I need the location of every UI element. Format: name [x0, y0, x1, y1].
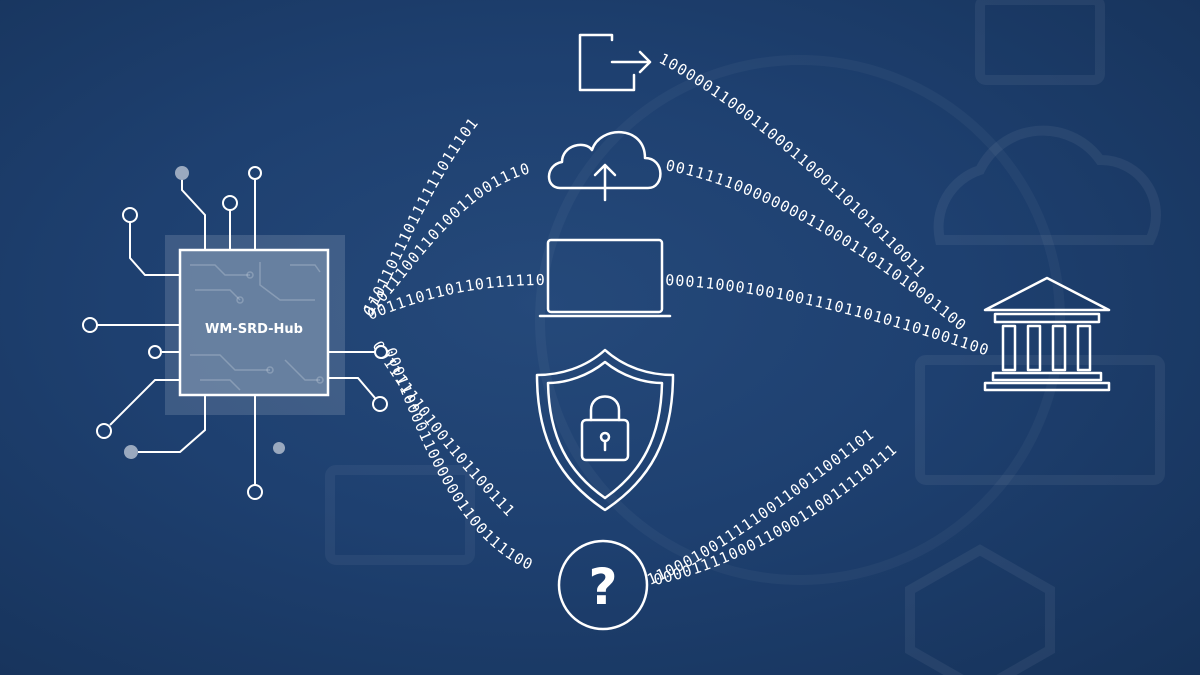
pad: [148, 345, 162, 359]
bank-base: [983, 381, 1111, 392]
trace-pads: [82, 166, 388, 500]
faint-export-icon: [975, 0, 1105, 85]
cloud-outline: [547, 130, 662, 190]
chip-pad: [266, 366, 274, 374]
trace-bottom-1: [138, 395, 206, 453]
pad: [122, 207, 138, 223]
pad: [247, 484, 263, 500]
pad: [82, 317, 98, 333]
circuit-traces: [97, 175, 376, 485]
chip-pad: [236, 296, 244, 304]
dot: [124, 445, 138, 459]
pad: [372, 396, 388, 412]
stream-from-shield: 110001001111100110011001101: [644, 425, 877, 589]
bank-step: [991, 371, 1103, 382]
export-icon: [578, 33, 652, 92]
question-icon: [557, 539, 649, 631]
export-arrow: [610, 50, 652, 74]
bank-column: [1001, 324, 1017, 372]
destinations: [535, 33, 675, 631]
faint-chip: [325, 465, 475, 565]
bank-icon: [983, 276, 1111, 392]
laptop-icon: [538, 238, 672, 318]
faint-ring: [535, 55, 1065, 585]
data-streams: 1101101110111111011101 10000011000110001…: [0, 0, 991, 589]
chip-trace: [190, 354, 270, 371]
question-circle: [557, 539, 649, 631]
trace-top-1: [181, 175, 206, 250]
cloud-upload-icon: [547, 130, 662, 202]
bank-entablature: [993, 312, 1101, 324]
trace-left-4: [109, 379, 180, 426]
dot: [273, 442, 285, 454]
faint-shield-icon: [905, 544, 1055, 675]
pad: [222, 195, 238, 211]
chip-trace: [200, 379, 241, 391]
export-frame: [578, 33, 636, 92]
lock-body: [580, 418, 630, 462]
chip-trace: [195, 289, 241, 301]
upload-arrow: [593, 163, 617, 202]
shield-outer: [535, 348, 675, 512]
chip-trace: [259, 262, 315, 301]
hub-chip: WM-SRD-Hub: [82, 166, 388, 500]
chip-body: [178, 248, 330, 397]
chip-trace: [190, 264, 250, 276]
chip-trace: [290, 264, 321, 273]
bank-roof: [983, 276, 1111, 312]
pad: [374, 345, 388, 359]
shield-lock-icon: [535, 348, 675, 512]
bank-column: [1051, 324, 1067, 372]
dot: [175, 166, 189, 180]
question-mark: ?: [588, 558, 617, 616]
pad: [96, 423, 112, 439]
trace-dots: [124, 166, 285, 459]
chip-pattern: [190, 262, 324, 391]
chip-pad: [316, 376, 324, 384]
bank-column: [1026, 324, 1042, 372]
lock-shackle: [589, 395, 621, 422]
hub-label: WM-SRD-Hub: [205, 322, 303, 337]
bank-column: [1076, 324, 1092, 372]
laptop-screen: [546, 238, 664, 314]
trace-left-1: [129, 222, 180, 276]
background-decor: [325, 0, 1165, 675]
faint-cloud-icon: [933, 125, 1161, 245]
trace-right-2: [328, 377, 376, 399]
shield-inner: [546, 360, 664, 500]
chip-pad: [246, 271, 254, 279]
chip-trace: [284, 359, 320, 381]
pad: [248, 166, 262, 180]
